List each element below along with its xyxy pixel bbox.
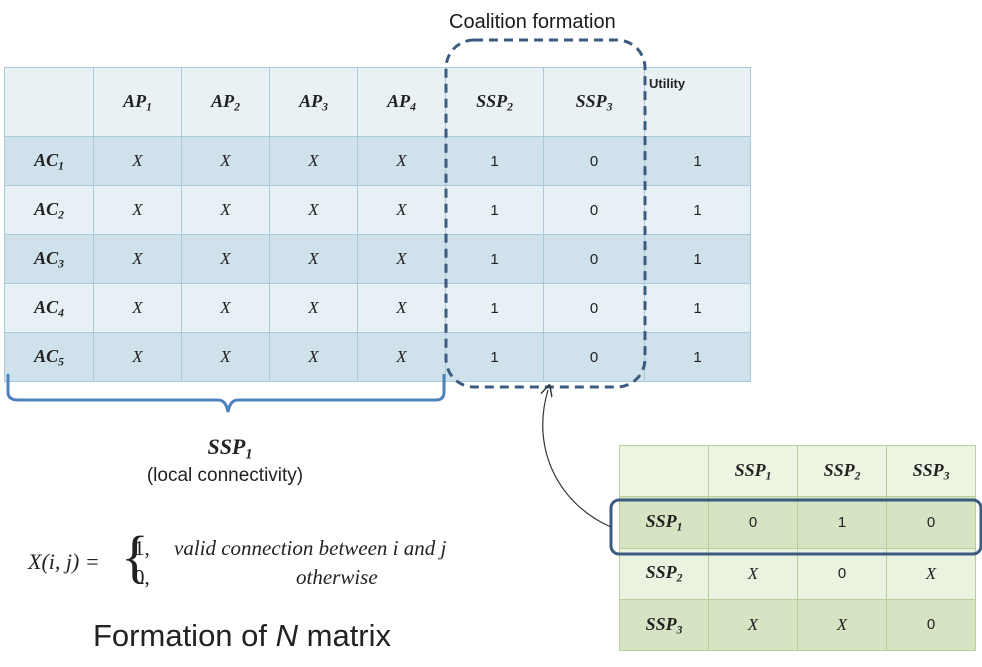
matrix-cell: 0 (886, 598, 976, 652)
row-header: SSP3 (619, 598, 709, 652)
utility-cell: 1 (644, 283, 751, 333)
matrix-cell: X (269, 332, 358, 382)
matrix-cell: X (708, 598, 798, 652)
formula-lhs: X(i, j) = (28, 549, 100, 574)
utility-header: Utility (644, 67, 751, 137)
table-row: SSP2 X 0 X (619, 547, 976, 600)
matrix-cell: X (93, 136, 182, 186)
matrix-cell: X (181, 283, 270, 333)
col-header: AP1 (93, 67, 182, 137)
row-header: SSP1 (619, 496, 709, 549)
matrix-cell: 0 (543, 136, 645, 186)
col-header: AP4 (357, 67, 446, 137)
table-row: SSP1 0 1 0 (619, 496, 976, 549)
table-row: AC4 X X X X 1 0 1 (4, 283, 751, 333)
matrix-cell: X (93, 283, 182, 333)
table-row: AC5 X X X X 1 0 1 (4, 332, 751, 382)
utility-cell: 1 (644, 136, 751, 186)
row-header: AC1 (4, 136, 94, 186)
matrix-cell: 0 (543, 234, 645, 284)
row-header: AC4 (4, 283, 94, 333)
formula-case0-text: otherwise (296, 565, 378, 589)
ssp-matrix-table: SSP1 SSP2 SSP3 SSP1 0 1 0 SSP2 X 0 X SSP… (619, 444, 976, 652)
matrix-cell: X (357, 185, 446, 235)
table-row: SSP3 X X 0 (619, 598, 976, 652)
formula-case1-text: valid connection between i and j (174, 536, 447, 560)
matrix-cell: X (269, 283, 358, 333)
col-header: SSP2 (797, 444, 887, 498)
matrix-cell: X (269, 234, 358, 284)
n-matrix-table: AP1 AP2 AP3 AP4 SSP2 SSP3 Utility AC1 X … (4, 67, 751, 382)
col-header: SSP1 (708, 444, 798, 498)
utility-cell: 1 (644, 332, 751, 382)
col-header: AP2 (181, 67, 270, 137)
matrix-cell: 0 (543, 332, 645, 382)
row-header: AC2 (4, 185, 94, 235)
matrix-cell: 1 (445, 185, 544, 235)
table-row: AC1 X X X X 1 0 1 (4, 136, 751, 186)
brace-sublabel: (local connectivity) (146, 465, 304, 486)
matrix-cell: X (93, 185, 182, 235)
matrix-cell: 0 (886, 496, 976, 549)
formula-case1-value: 1, (134, 536, 150, 560)
matrix-cell: X (886, 547, 976, 600)
row-header: SSP2 (619, 547, 709, 600)
matrix-cell: X (708, 547, 798, 600)
col-header: SSP3 (886, 444, 976, 498)
matrix-cell: X (93, 332, 182, 382)
matrix-cell: 0 (543, 283, 645, 333)
matrix-cell: X (269, 185, 358, 235)
matrix-cell: X (357, 234, 446, 284)
corner-cell (619, 444, 709, 498)
matrix-cell: 0 (543, 185, 645, 235)
connector-arrow (543, 390, 612, 528)
matrix-cell: X (181, 185, 270, 235)
matrix-cell: X (181, 332, 270, 382)
matrix-cell: X (93, 234, 182, 284)
matrix-cell: 1 (445, 283, 544, 333)
row-header: AC3 (4, 234, 94, 284)
matrix-cell: 0 (797, 547, 887, 600)
col-header: SSP3 (543, 67, 645, 137)
utility-cell: 1 (644, 185, 751, 235)
matrix-cell: X (357, 332, 446, 382)
corner-cell (4, 67, 94, 137)
matrix-cell: 1 (445, 332, 544, 382)
matrix-cell: X (797, 598, 887, 652)
matrix-cell: 1 (445, 234, 544, 284)
utility-cell: 1 (644, 234, 751, 284)
row-header: AC5 (4, 332, 94, 382)
table-row: AC3 X X X X 1 0 1 (4, 234, 751, 284)
table-row: AC2 X X X X 1 0 1 (4, 185, 751, 235)
ssp-matrix-header-row: SSP1 SSP2 SSP3 (619, 444, 976, 498)
col-header: SSP2 (445, 67, 544, 137)
matrix-cell: 1 (797, 496, 887, 549)
formula-brace: { (121, 524, 149, 589)
col-header: AP3 (269, 67, 358, 137)
coalition-formation-label: Coalition formation (449, 11, 616, 33)
matrix-cell: X (181, 136, 270, 186)
caption: Formation of N matrix (93, 618, 392, 653)
matrix-cell: 1 (445, 136, 544, 186)
formula-case0-value: 0, (134, 565, 150, 589)
matrix-cell: X (357, 283, 446, 333)
matrix-cell: X (269, 136, 358, 186)
matrix-cell: X (181, 234, 270, 284)
n-matrix-header-row: AP1 AP2 AP3 AP4 SSP2 SSP3 Utility (4, 67, 751, 137)
matrix-cell: 0 (708, 496, 798, 549)
matrix-cell: X (357, 136, 446, 186)
brace-label: SSP1 (207, 434, 253, 463)
